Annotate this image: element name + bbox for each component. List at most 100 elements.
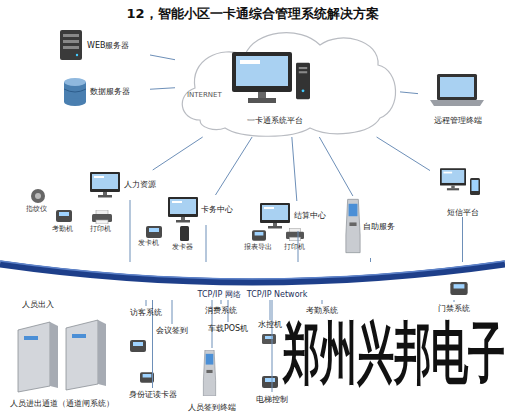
connector-line xyxy=(172,300,173,324)
card-center-text: 卡务中心 xyxy=(201,205,233,214)
access-control-text: 门禁系统 xyxy=(438,304,470,313)
device-icons-part xyxy=(262,334,276,344)
pos-terminal-text: 车载POS机 xyxy=(208,324,248,333)
terminal-icons-part xyxy=(472,180,479,191)
device-label: 考勤机 xyxy=(52,226,73,234)
web-server-text: WEB服务器 xyxy=(87,41,129,50)
connector-line xyxy=(146,300,147,306)
gate-icon-part xyxy=(66,320,98,390)
settlement-center: 结算中心 xyxy=(258,201,338,231)
gate-channel-text: 人员进出通道（通道闸系统） xyxy=(10,399,114,408)
connector-line xyxy=(215,137,252,195)
cloud-shape xyxy=(182,33,395,137)
meeting-sign-in: 会议签到 xyxy=(150,324,194,338)
sign-in-kiosk-text: 人员签到终端 xyxy=(188,403,236,412)
terminal-icons-part xyxy=(90,172,120,198)
connector-line xyxy=(130,200,131,262)
watermark: 郑州兴邦电子 xyxy=(283,320,505,387)
attendance-system: 考勤系统 xyxy=(300,304,344,318)
peripheral-icons-part xyxy=(180,226,189,241)
platform-terminal-text: 一卡通系统平台 xyxy=(247,116,303,125)
sign-in-kiosk: 人员签到终端 xyxy=(182,348,242,412)
connector-line xyxy=(400,92,418,94)
access-control: 门禁系统 xyxy=(428,302,480,316)
settlement-center-text: 结算中心 xyxy=(294,211,326,220)
device-label: 打印机 xyxy=(284,244,305,252)
web-server-icon-part xyxy=(76,54,78,56)
laptop-icon-part xyxy=(440,77,474,97)
gate-icon-part xyxy=(98,320,106,386)
consumption-system: 消费系统 xyxy=(200,304,242,318)
peripheral-icons xyxy=(31,189,304,241)
database-icon-part xyxy=(64,78,86,86)
network-band: TCP/IP 网络TCP/IP Network xyxy=(0,262,505,300)
laptop-icon-part xyxy=(437,74,477,100)
pos-terminal: 车载POS机 xyxy=(205,322,251,336)
laptop-icon xyxy=(430,74,484,106)
device-icons-part xyxy=(140,372,154,383)
database-icon xyxy=(64,78,86,106)
peripheral-icons-part xyxy=(31,189,45,203)
water-controller-text: 水控机 xyxy=(258,320,282,329)
internet-cloud-text: INTERNET xyxy=(187,91,222,99)
device-icons-part xyxy=(130,340,146,352)
device-label: 报表导出 xyxy=(244,244,272,252)
self-service-kiosk: 自助服务 xyxy=(343,196,398,258)
web-server-icon-part xyxy=(63,34,79,37)
remote-terminal: 远程管理终端 xyxy=(418,70,498,125)
connector-line xyxy=(150,88,175,89)
web-server-icon-part xyxy=(60,30,82,60)
data-server-text: 数据服务器 xyxy=(90,87,130,96)
connector-line xyxy=(462,217,463,262)
cloud-shape-part xyxy=(182,33,395,137)
water-controller: 水控机 xyxy=(252,320,288,350)
gate-icon-part xyxy=(50,322,58,388)
card-center: 卡务中心 xyxy=(165,195,247,225)
connector-line xyxy=(270,300,271,320)
device-label: 发卡机 xyxy=(138,240,159,248)
peripheral-icons-part xyxy=(56,210,72,222)
peripheral-icons-part xyxy=(146,226,162,238)
web-server-icon-part xyxy=(63,40,79,43)
diagram-title: 12，智能小区一卡通综合管理系统解决方案 xyxy=(0,5,505,23)
device-icons-part xyxy=(203,350,215,396)
terminal-icons-part xyxy=(440,168,466,190)
terminal-icons-part xyxy=(470,178,480,195)
connector-line xyxy=(153,137,203,170)
gate-channel: 人员出入人员进出通道（通道闸系统） xyxy=(10,300,122,410)
device-label: 发卡器 xyxy=(172,244,193,252)
id-card-reader-text: 身份证读卡器 xyxy=(129,390,177,399)
gate-icon-part xyxy=(72,334,86,338)
connector-line xyxy=(319,137,353,196)
connector-line xyxy=(454,300,455,302)
sms-platform: 短信平台 xyxy=(430,165,495,217)
database-icon-part xyxy=(64,89,86,92)
platform-computer-part xyxy=(232,52,292,103)
device-icons-part xyxy=(450,282,467,295)
remote-terminal-text: 远程管理终端 xyxy=(434,116,482,125)
connector-line xyxy=(322,300,323,304)
attendance-system-text: 考勤系统 xyxy=(306,306,338,315)
device-label: 指纹仪 xyxy=(26,206,47,214)
peripheral-icons-part xyxy=(286,228,304,241)
peripheral-icons-part xyxy=(35,193,41,199)
peripheral-icons-part xyxy=(252,230,266,241)
elevator-control-text: 电梯控制 xyxy=(256,395,288,404)
id-card-reader: 身份证读卡器 xyxy=(125,388,180,402)
connector-line xyxy=(370,258,371,262)
meeting-sign-in-text: 会议签到 xyxy=(156,326,188,335)
terminal-icons-part xyxy=(346,199,360,252)
web-server-icon-part xyxy=(63,46,79,49)
network-band-part xyxy=(0,261,505,279)
network-band-text: TCP/IP 网络 xyxy=(198,290,241,299)
database-icon-part xyxy=(64,98,86,106)
laptop-icon-part xyxy=(430,100,484,106)
network-band xyxy=(0,261,505,282)
connector-line xyxy=(272,300,273,392)
gate-icon xyxy=(18,320,106,392)
terminal-icons-part xyxy=(168,197,198,223)
hr-terminal-text: 人力资源 xyxy=(124,180,156,189)
device-label: 打印机 xyxy=(90,226,111,234)
device-icons-part xyxy=(262,376,278,388)
